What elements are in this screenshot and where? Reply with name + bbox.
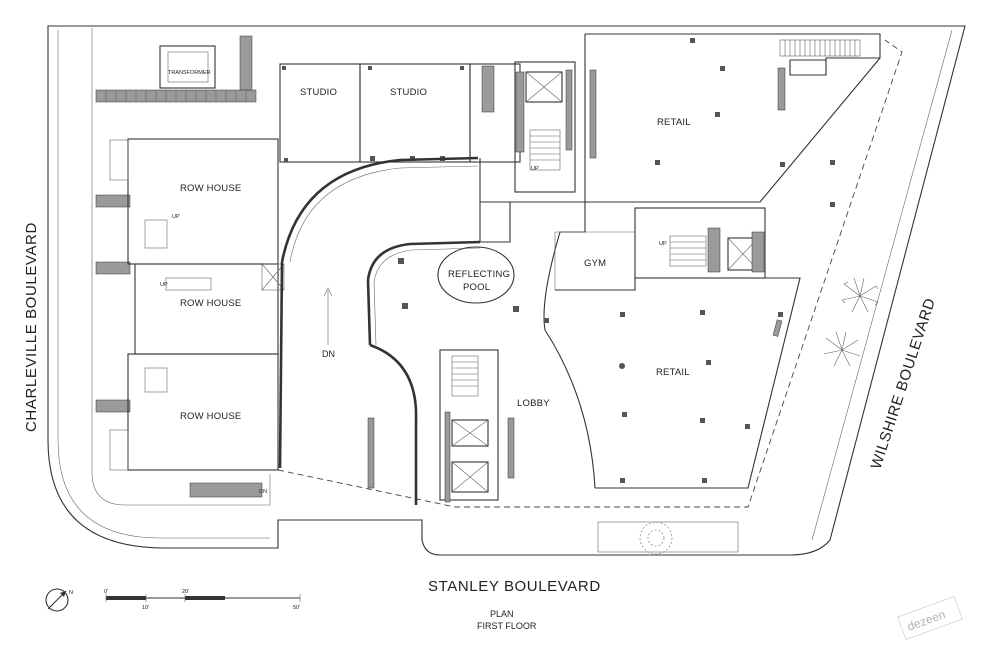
gym-label: GYM (584, 258, 606, 269)
row-house-block (95, 35, 285, 498)
site-outline (47, 25, 966, 556)
retail-main (555, 277, 801, 489)
street-name-left: CHARLEVILLE BOULEVARD (23, 222, 40, 432)
reflecting-pool-label: REFLECTING (448, 269, 510, 280)
watermark-text: dezeen (905, 607, 947, 634)
property-line (277, 39, 903, 508)
street-name-right: WILSHIRE BOULEVARD (868, 296, 939, 471)
stair-up-mark-4: UP (659, 241, 667, 247)
watermark-logo: dezeen (897, 596, 963, 640)
stair-up-mark-2: UP (160, 282, 168, 288)
north-label: N (69, 590, 73, 596)
row-house-label-3: ROW HOUSE (180, 411, 241, 422)
floor-caption: FIRST FLOOR (477, 621, 537, 631)
stair-dn-mark: DN (259, 489, 267, 495)
parking-stripes (95, 35, 257, 413)
right-core (634, 207, 766, 279)
planter (597, 521, 739, 553)
row-house-label-1: ROW HOUSE (180, 183, 241, 194)
studio-label-2: STUDIO (390, 87, 427, 98)
reflecting-pool-label-2: POOL (463, 282, 490, 293)
retail-top (584, 33, 881, 207)
scale-tick-10: 10' (142, 605, 149, 611)
upper-core (469, 61, 576, 193)
studio-block (279, 63, 471, 163)
scale-bar: 0' 20' 10' 50' (104, 589, 301, 611)
street-name-bottom: STANLEY BOULEVARD (428, 578, 601, 595)
lobby-area (367, 158, 636, 503)
north-arrow: N (45, 588, 73, 612)
ramp-dn-mark: DN (322, 349, 335, 359)
plan-caption: PLAN (490, 609, 514, 619)
curved-ramp (278, 156, 481, 505)
scale-tick-0: 0' (104, 589, 108, 595)
lobby-label: LOBBY (517, 398, 550, 409)
scale-tick-50: 50' (293, 605, 300, 611)
row-house-label-2: ROW HOUSE (180, 298, 241, 309)
tree-icon (639, 521, 673, 555)
stair-up-mark-3: UP (531, 166, 539, 172)
stair-up-mark-1: UP (172, 214, 180, 220)
retail-top-label: RETAIL (657, 117, 691, 128)
studio-label-1: STUDIO (300, 87, 337, 98)
transformer-label: TRANSFORMER (168, 70, 211, 76)
retail-main-label: RETAIL (656, 367, 690, 378)
palm-tree-icon (823, 277, 879, 367)
scale-tick-20: 20' (182, 589, 189, 595)
